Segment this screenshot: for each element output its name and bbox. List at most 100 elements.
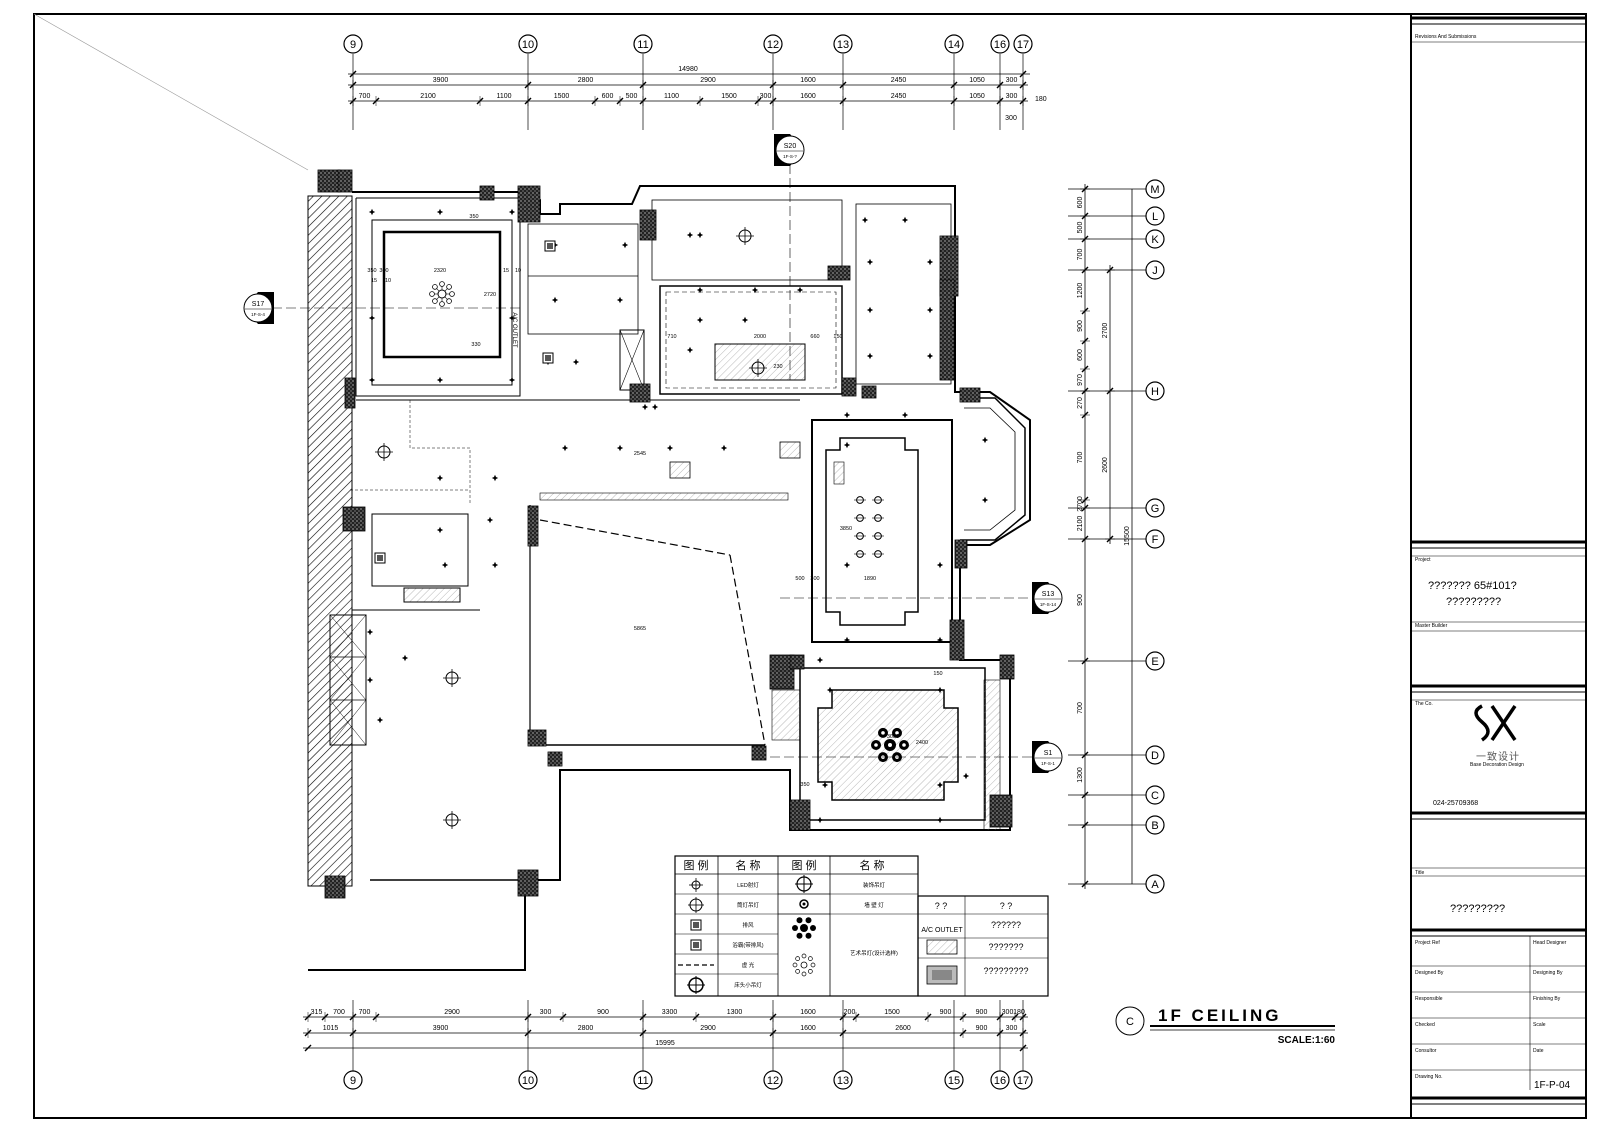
led-spotlight-icon-60 [816, 816, 824, 824]
led-spotlight-icon-13 [572, 358, 580, 366]
dim-right-r1-0: 600 [1077, 197, 1084, 209]
legend-symbol-chandelier-icon [792, 953, 816, 977]
grid-right-F-label: F [1152, 534, 1159, 546]
column-0 [317, 169, 341, 193]
grid-top-9-bubble [343, 34, 363, 54]
revisions-label: Revisions And Submissions [1415, 34, 1477, 40]
legend-text: 图 例名 称图 例名 称LED射灯筒灯吊灯排风浴霸(带排风)虚 光床头小吊灯装饰… [511, 312, 1029, 989]
inner-dim-22: 350 [800, 782, 809, 788]
grid-bottom-11-label: 11 [637, 1075, 648, 1087]
grid-right-J-bubble [1145, 260, 1165, 280]
dim-bot-r1-0: 315 [311, 1009, 323, 1016]
led-spotlight-icon-15 [696, 231, 704, 239]
inner-dim-17: 500 [795, 576, 804, 582]
led-spotlight-icon-49 [843, 561, 851, 569]
legend-row-name-0: LED射灯 [737, 881, 759, 889]
ceiling-lamp-icon-1 [375, 443, 393, 461]
dim-bot-r2-0: 1015 [323, 1025, 339, 1032]
grid-bottom-10-bubble [518, 1070, 538, 1090]
legend-table [674, 855, 1049, 997]
grid-bottom-12-label: 12 [767, 1075, 779, 1087]
legend-header-0: 图 例 [683, 858, 708, 872]
led-spotlight-icon-3 [368, 314, 376, 322]
led-spotlight-icon-48 [843, 441, 851, 449]
inner-dim-19: 1890 [864, 576, 876, 582]
plan-walls [307, 185, 1031, 971]
grid-bottom-17-bubble [1013, 1070, 1033, 1090]
led-spotlight-icon-21 [696, 286, 704, 294]
dining-pendant-icon-3 [872, 514, 884, 522]
legend-row-name-4: 虚 光 [742, 961, 755, 969]
grid-right-E-label: E [1151, 656, 1158, 668]
dim-right-r1-11: 900 [1077, 594, 1084, 606]
led-spotlight-icon-7 [508, 376, 516, 384]
column-9 [959, 387, 981, 403]
inner-dim-24: 230 [773, 364, 782, 370]
dim-right-r2-0: 2700 [1102, 323, 1109, 339]
living-chandelier-icon [429, 281, 455, 307]
dim-bot-r1-14: 180 [1013, 1009, 1025, 1016]
dim-top-r2-11: 1050 [969, 93, 985, 100]
dim-top-r1-0: 3900 [433, 77, 449, 84]
column-4 [639, 209, 657, 241]
company-phone: 024-25709368 [1433, 800, 1479, 807]
grid-bottom-13-label: 13 [837, 1075, 849, 1087]
grid-top-16-label: 16 [994, 39, 1006, 51]
title-field-left-3: Checked [1415, 1022, 1435, 1028]
exhaust-fan-icon-2 [542, 352, 554, 364]
led-spotlight-icon-42 [366, 628, 374, 636]
dim-bot-r1-6: 3300 [662, 1009, 678, 1016]
grid-bottom-15-label: 15 [948, 1075, 960, 1087]
dim-right-r1-10: 2100 [1077, 516, 1084, 532]
dim-right-r1-8: 700 [1077, 452, 1084, 464]
dim-bot-r2-7: 300 [1006, 1025, 1018, 1032]
column-3 [517, 185, 541, 223]
led-spotlight-icon-36 [436, 474, 444, 482]
column-8 [841, 377, 857, 397]
dim-bottom-total: 15995 [655, 1040, 675, 1047]
inner-dim-5: 2720 [484, 292, 496, 298]
led-spotlight-icon-28 [866, 352, 874, 360]
grid-top-16-bubble [990, 34, 1010, 54]
dining-pendant-icon-0 [854, 496, 866, 504]
led-spotlight-icon-17 [696, 316, 704, 324]
column-22 [517, 869, 539, 897]
section-marker-id-2: S13 [1042, 591, 1055, 598]
grid-top-14-label: 14 [948, 39, 960, 51]
legend-header-3: 名 称 [859, 858, 884, 872]
led-spotlight-icon-40 [491, 561, 499, 569]
column-19 [989, 794, 1013, 828]
led-spotlight-icon-59 [936, 781, 944, 789]
grid-right-M-label: M [1150, 184, 1159, 196]
drawing-title-group [1115, 1006, 1335, 1036]
column-20 [789, 799, 811, 831]
grid-top-14-bubble [944, 34, 964, 54]
dim-bot-r2-1: 3900 [433, 1025, 449, 1032]
legend-symbol-bed-icon [687, 976, 705, 994]
led-spotlight-icon-22 [861, 216, 869, 224]
section-mark-letter: C [1126, 1016, 1134, 1028]
led-spotlight-icon-43 [401, 654, 409, 662]
dim-bot-r1-10: 1500 [884, 1009, 900, 1016]
project-label: Project [1415, 557, 1431, 563]
dim-bot-r1-7: 1300 [727, 1009, 743, 1016]
grid-right-K-bubble [1145, 229, 1165, 249]
dim-top-r1-6: 300 [1006, 77, 1018, 84]
legend-symbol-deco-icon [795, 875, 813, 893]
column-15 [751, 745, 767, 761]
grid-bottom-15-bubble [944, 1070, 964, 1090]
led-spotlight-icon-25 [926, 258, 934, 266]
dim-bot-r1-5: 900 [597, 1009, 609, 1016]
dim-top-r2-12: 300 [1006, 93, 1018, 100]
dim-bot-r1-12: 900 [976, 1009, 988, 1016]
led-spotlight-icon-1 [436, 208, 444, 216]
master-builder-label: Master Builder [1415, 623, 1448, 629]
led-spotlight-icon-35 [720, 444, 728, 452]
drawing-number: 1F-P-04 [1534, 1080, 1571, 1091]
legend-symbol-wall-icon [799, 899, 809, 909]
dining-pendant-icon-6 [854, 550, 866, 558]
project-name-line1: ??????? 65#101? [1428, 580, 1517, 592]
grid-top-12-bubble [763, 34, 783, 54]
